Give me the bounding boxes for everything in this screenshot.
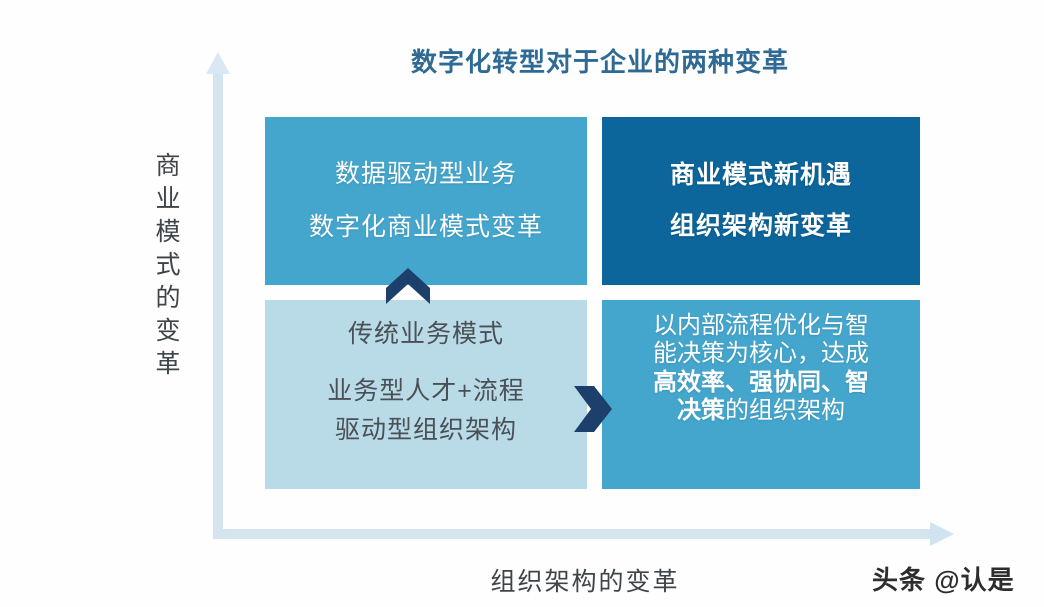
quadrant-bottom-right: 以内部流程优化与智 能决策为核心，达成 高效率、强协同、智 决策的组织架构 xyxy=(602,300,920,489)
quadrant-bottom-right-line-4: 决策的组织架构 xyxy=(602,397,920,425)
watermark: 头条 @认是 xyxy=(872,565,1015,595)
y-axis-label: 商业模式的变革 xyxy=(155,152,181,378)
quadrant-bottom-left-line-2: 业务型人才+流程 xyxy=(327,377,525,405)
page-title: 数字化转型对于企业的两种变革 xyxy=(410,47,789,77)
y-axis-arrow-head-icon xyxy=(206,52,230,74)
quadrant-bottom-right-line-4-strong: 决策 xyxy=(677,396,725,424)
quadrant-bottom-right-line-2: 能决策为核心，达成 xyxy=(653,340,869,368)
quadrant-bottom-right-line-4-rest: 的组织架构 xyxy=(725,396,845,424)
quadrant-bottom-right-line-1: 以内部流程优化与智 xyxy=(653,312,869,339)
quadrant-top-left-line-2: 数字化商业模式变革 xyxy=(308,213,543,241)
x-axis-arrow-head-icon xyxy=(930,522,954,546)
quadrant-bottom-left: 传统业务模式 业务型人才+流程 驱动型组织架构 xyxy=(265,300,587,489)
quadrant-top-left-line-1: 数据驱动型业务 xyxy=(334,160,517,188)
quadrant-bottom-left-line-1: 传统业务模式 xyxy=(347,320,504,348)
x-axis-line xyxy=(213,529,933,539)
quadrant-top-right-line-2: 组织架构新变革 xyxy=(669,212,852,240)
quadrant-top-right: 商业模式新机遇 组织架构新变革 xyxy=(602,117,920,285)
quadrant-bottom-left-line-3: 驱动型组织架构 xyxy=(334,416,517,444)
quadrant-top-right-line-1: 商业模式新机遇 xyxy=(669,161,852,189)
quadrant-bottom-right-line-3: 高效率、强协同、智 xyxy=(653,368,869,396)
quadrant-top-left: 数据驱动型业务 数字化商业模式变革 xyxy=(265,117,587,285)
x-axis-label: 组织架构的变革 xyxy=(490,568,680,596)
y-axis-line xyxy=(213,72,223,537)
